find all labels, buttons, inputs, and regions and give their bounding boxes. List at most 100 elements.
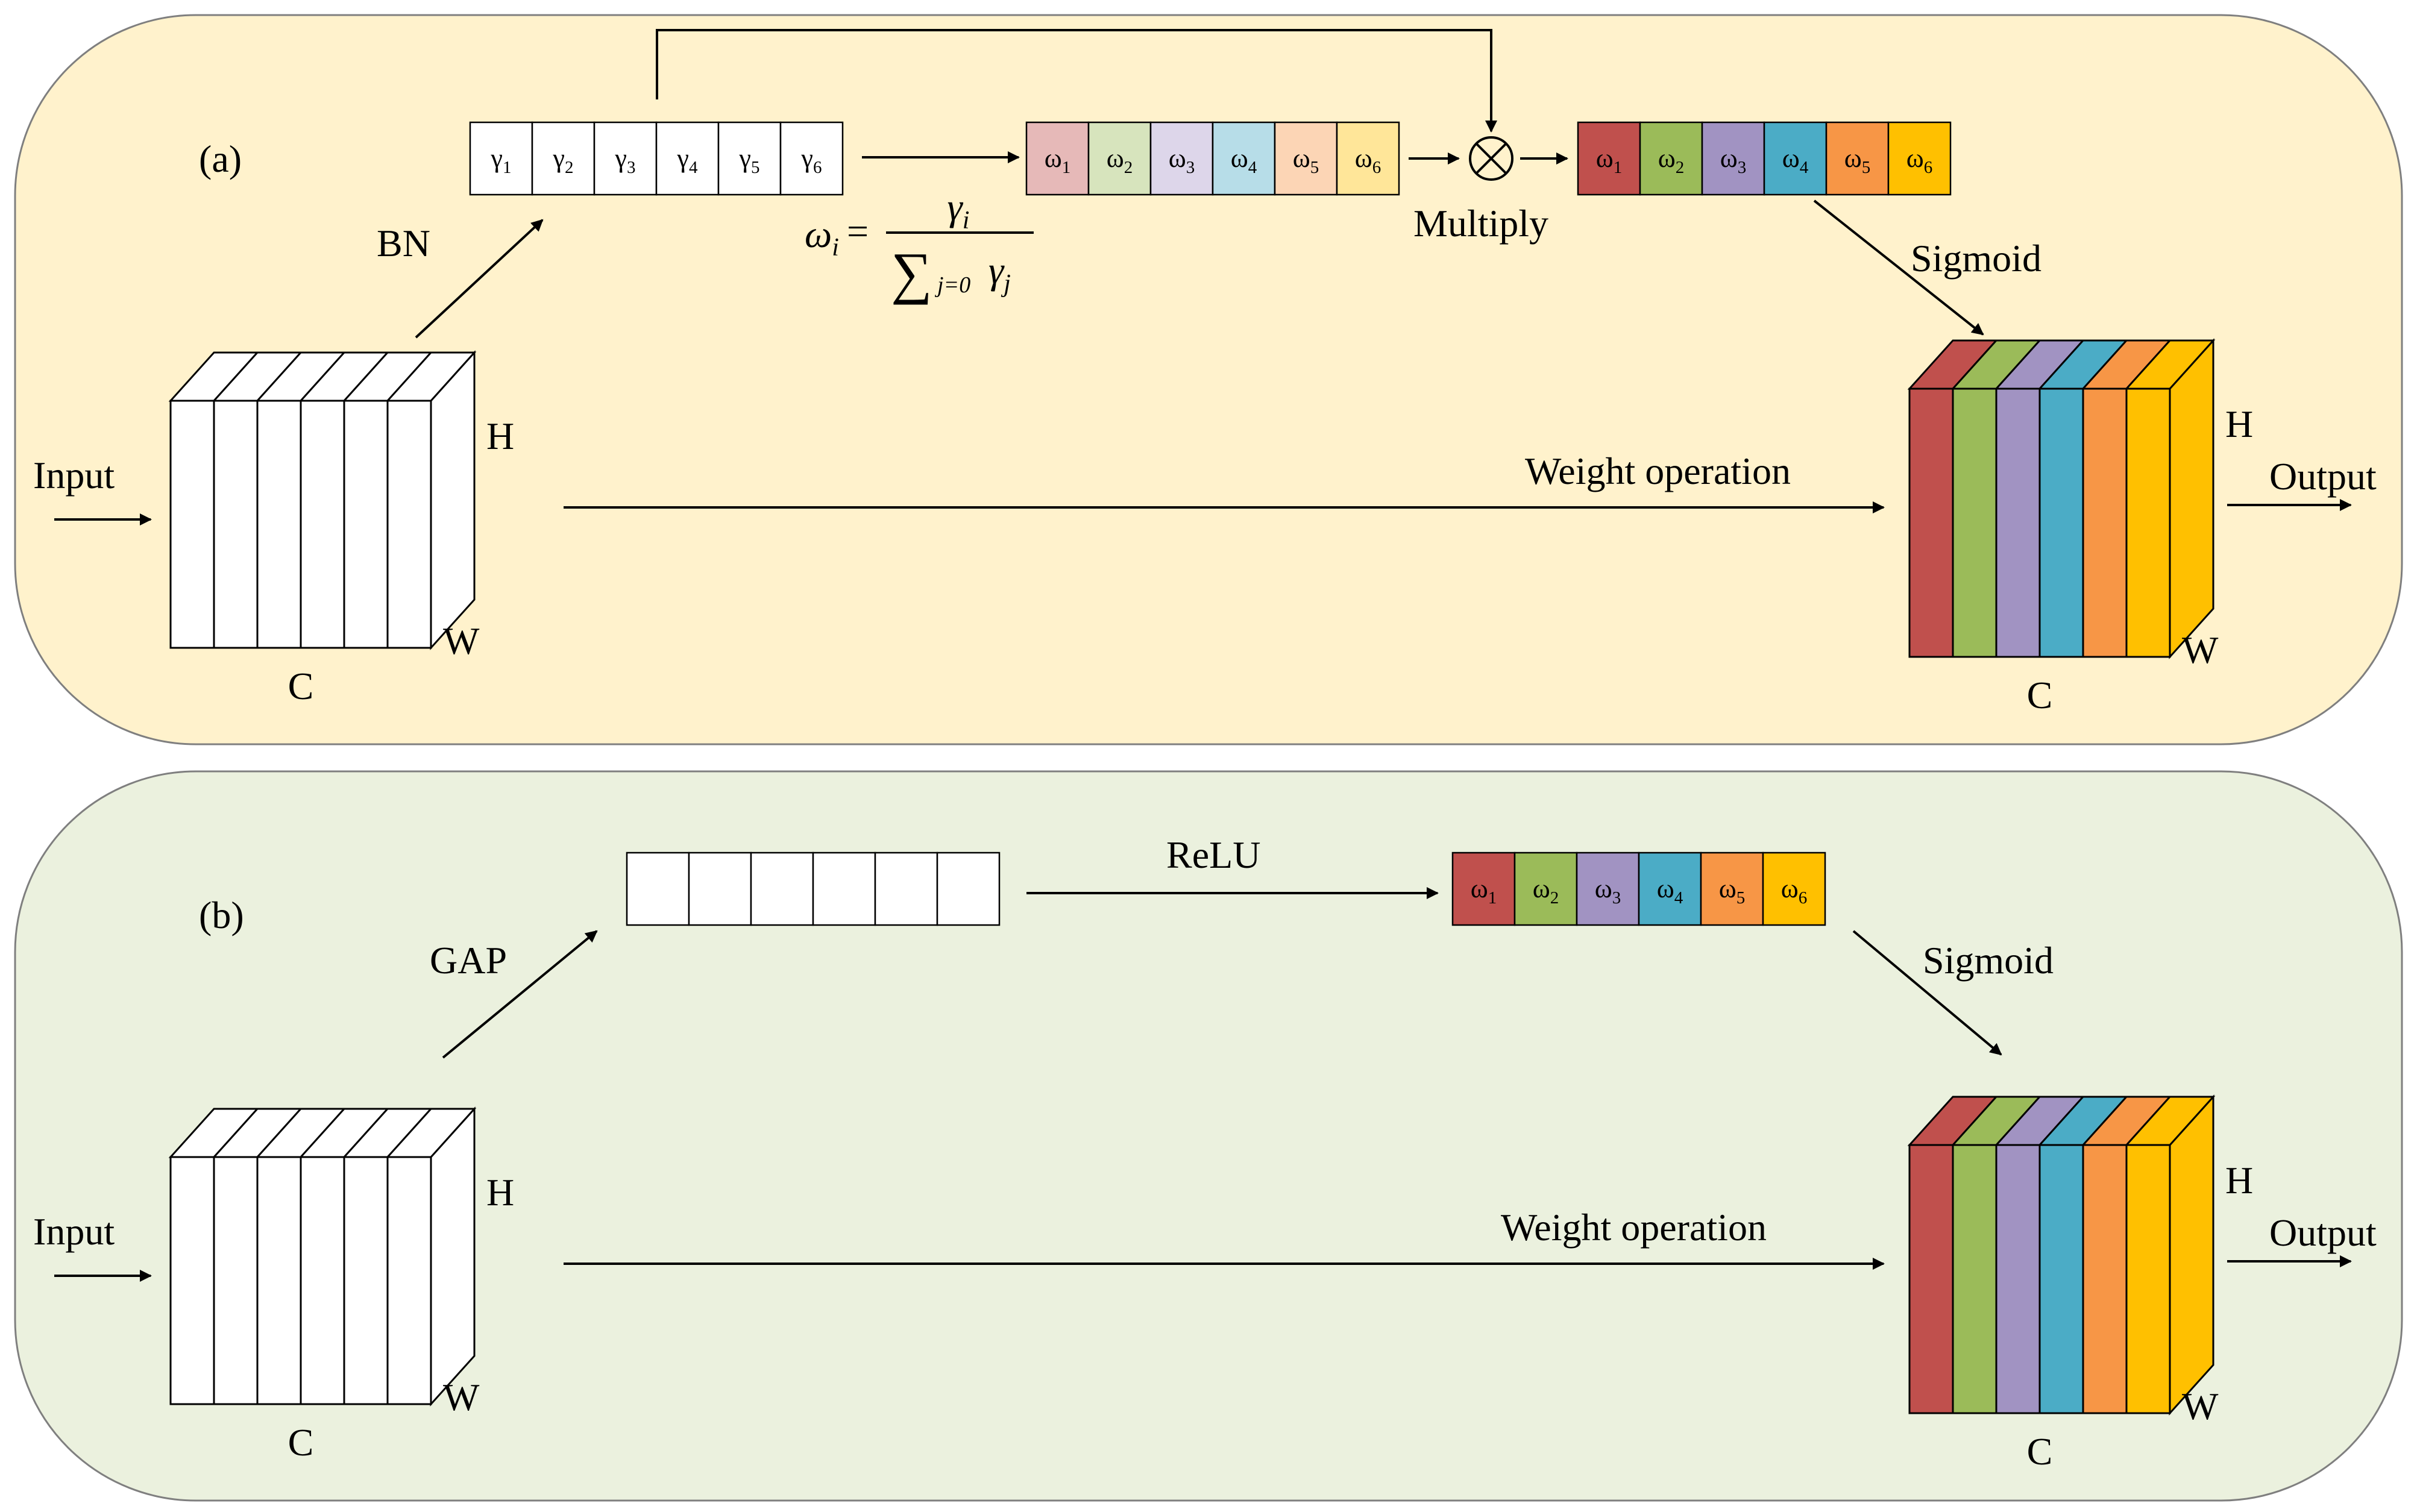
gamma-vector-cell-label: γ4 bbox=[677, 143, 698, 177]
output-label: Output bbox=[2269, 455, 2377, 498]
channel-weight-vector: ω1 ω2 ω3 ω4 ω5 ω6 bbox=[1577, 121, 1952, 196]
sigmoid-label: Sigmoid bbox=[1923, 939, 2054, 982]
gamma-vector-cell bbox=[779, 121, 844, 196]
sigmoid-label: Sigmoid bbox=[1911, 237, 2041, 280]
pooled-vector-cell bbox=[626, 852, 690, 926]
output-feature-block-channel bbox=[1952, 387, 1997, 658]
panel-a-background bbox=[14, 14, 2403, 745]
input-label: Input bbox=[33, 454, 115, 497]
output-feature-block-side-face bbox=[2169, 1094, 2214, 1416]
input-feature-block-c-label: C bbox=[288, 1421, 314, 1464]
normalized-weight-vector-cell-label: ω6 bbox=[1355, 143, 1381, 177]
weight-operation-label: Weight operation bbox=[1501, 1206, 1767, 1249]
channel-weight-vector-cell bbox=[1701, 121, 1765, 196]
input-feature-block-channel bbox=[386, 400, 432, 649]
gamma-vector-cell bbox=[593, 121, 658, 196]
pooled-vector-cell bbox=[936, 852, 1001, 926]
output-label: Output bbox=[2269, 1211, 2377, 1254]
input-feature-block-w-label: W bbox=[443, 620, 480, 662]
pooled-vector-cell bbox=[750, 852, 814, 926]
gamma-vector-cell bbox=[531, 121, 596, 196]
channel-weight-vector-cell bbox=[1576, 852, 1640, 926]
channel-weight-vector-cell bbox=[1763, 121, 1828, 196]
channel-weight-vector-cell bbox=[1513, 852, 1578, 926]
multiply-cross bbox=[1475, 142, 1507, 175]
channel-weight-vector-cell-label: ω1 bbox=[1471, 874, 1497, 908]
channel-weight-vector-cell-label: ω6 bbox=[1906, 143, 1932, 177]
input-feature-block-channel bbox=[213, 400, 259, 649]
bn-label: BN bbox=[377, 222, 430, 265]
sigmoid-arrow bbox=[1852, 930, 2002, 1056]
input-feature-block-channel bbox=[169, 400, 215, 649]
input-feature-block: HWC bbox=[168, 1106, 514, 1464]
output-feature-block-w-label: W bbox=[2182, 629, 2219, 671]
channel-weight-vector-cell bbox=[1825, 121, 1890, 196]
normalized-weight-vector-cell bbox=[1087, 121, 1152, 196]
channel-weight-vector-cell bbox=[1577, 121, 1641, 196]
normalized-weight-vector-cell-label: ω5 bbox=[1293, 143, 1319, 177]
gamma-vector-cell-label: γ5 bbox=[739, 143, 760, 177]
output-feature-block-channel bbox=[2082, 387, 2128, 658]
channel-weight-vector-cell-label: ω5 bbox=[1844, 143, 1870, 177]
input-feature-block-channel bbox=[256, 1156, 302, 1405]
input-feature-block-side-face bbox=[430, 1106, 476, 1407]
channel-weight-vector-cell-label: ω4 bbox=[1657, 874, 1683, 908]
formula-sum: ∑ bbox=[891, 240, 932, 305]
channel-weight-vector-cell-label: ω2 bbox=[1658, 143, 1684, 177]
input-feature-block-h-label: H bbox=[486, 1171, 514, 1214]
input-label: Input bbox=[33, 1210, 115, 1253]
input-feature-block-channel bbox=[343, 1156, 389, 1405]
input-feature-block-channel bbox=[213, 1156, 259, 1405]
output-feature-block-h-label: H bbox=[2225, 403, 2253, 445]
output-feature-block-channel bbox=[2038, 387, 2084, 658]
output-feature-block-channel bbox=[2125, 387, 2171, 658]
gamma-vector-cell-label: γ1 bbox=[491, 143, 512, 177]
pooled-vector-cell bbox=[874, 852, 938, 926]
channel-weight-vector-cell-label: ω6 bbox=[1781, 874, 1807, 908]
formula-omega: ωi bbox=[805, 213, 839, 262]
multiply-icon bbox=[1469, 136, 1513, 181]
pooled-vector bbox=[626, 852, 1001, 926]
pooled-vector-cell bbox=[688, 852, 752, 926]
input-feature-block-channel bbox=[386, 1156, 432, 1405]
output-feature-block-side-face bbox=[2169, 338, 2214, 659]
output-feature-block-channel bbox=[2125, 1144, 2171, 1414]
channel-weight-vector-cell bbox=[1887, 121, 1952, 196]
normalized-weight-vector-cell bbox=[1025, 121, 1090, 196]
output-feature-block-channel bbox=[1952, 1144, 1997, 1414]
formula-sum-index: j=0 bbox=[934, 272, 970, 298]
output-feature-block-h-label: H bbox=[2225, 1159, 2253, 1202]
bn-arrow bbox=[415, 219, 544, 339]
input-feature-block-channel bbox=[300, 400, 345, 649]
output-feature-block-channel bbox=[1908, 387, 1954, 658]
normalized-weight-vector-cell-label: ω3 bbox=[1169, 143, 1195, 177]
input-feature-block: HWC bbox=[168, 350, 514, 707]
output-feature-block-channel bbox=[2082, 1144, 2128, 1414]
output-feature-block-c-label: C bbox=[2027, 1430, 2053, 1473]
relu-label: ReLU bbox=[1166, 833, 1260, 876]
channel-weight-vector-cell-label: ω4 bbox=[1782, 143, 1809, 177]
output-feature-block-w-label: W bbox=[2182, 1385, 2219, 1428]
channel-weight-vector-cell-label: ω3 bbox=[1720, 143, 1746, 177]
channel-weight-vector-cell bbox=[1638, 852, 1702, 926]
input-feature-block-channel bbox=[300, 1156, 345, 1405]
output-feature-block-c-label: C bbox=[2027, 674, 2053, 717]
gamma-vector-cell-label: γ6 bbox=[801, 143, 822, 177]
channel-weight-vector-cell-label: ω5 bbox=[1719, 874, 1745, 908]
channel-weight-vector-cell bbox=[1762, 852, 1826, 926]
gap-arrow bbox=[442, 930, 598, 1059]
channel-weight-vector-cell-label: ω1 bbox=[1596, 143, 1622, 177]
output-feature-block: H W C bbox=[1907, 338, 2253, 717]
input-feature-block-channel bbox=[343, 400, 389, 649]
output-feature-block: H W C bbox=[1907, 1094, 2253, 1473]
gamma-vector-cell-label: γ2 bbox=[553, 143, 574, 177]
normalized-weight-vector-cell-label: ω2 bbox=[1107, 143, 1133, 177]
panel-tag: (a) bbox=[199, 137, 242, 180]
